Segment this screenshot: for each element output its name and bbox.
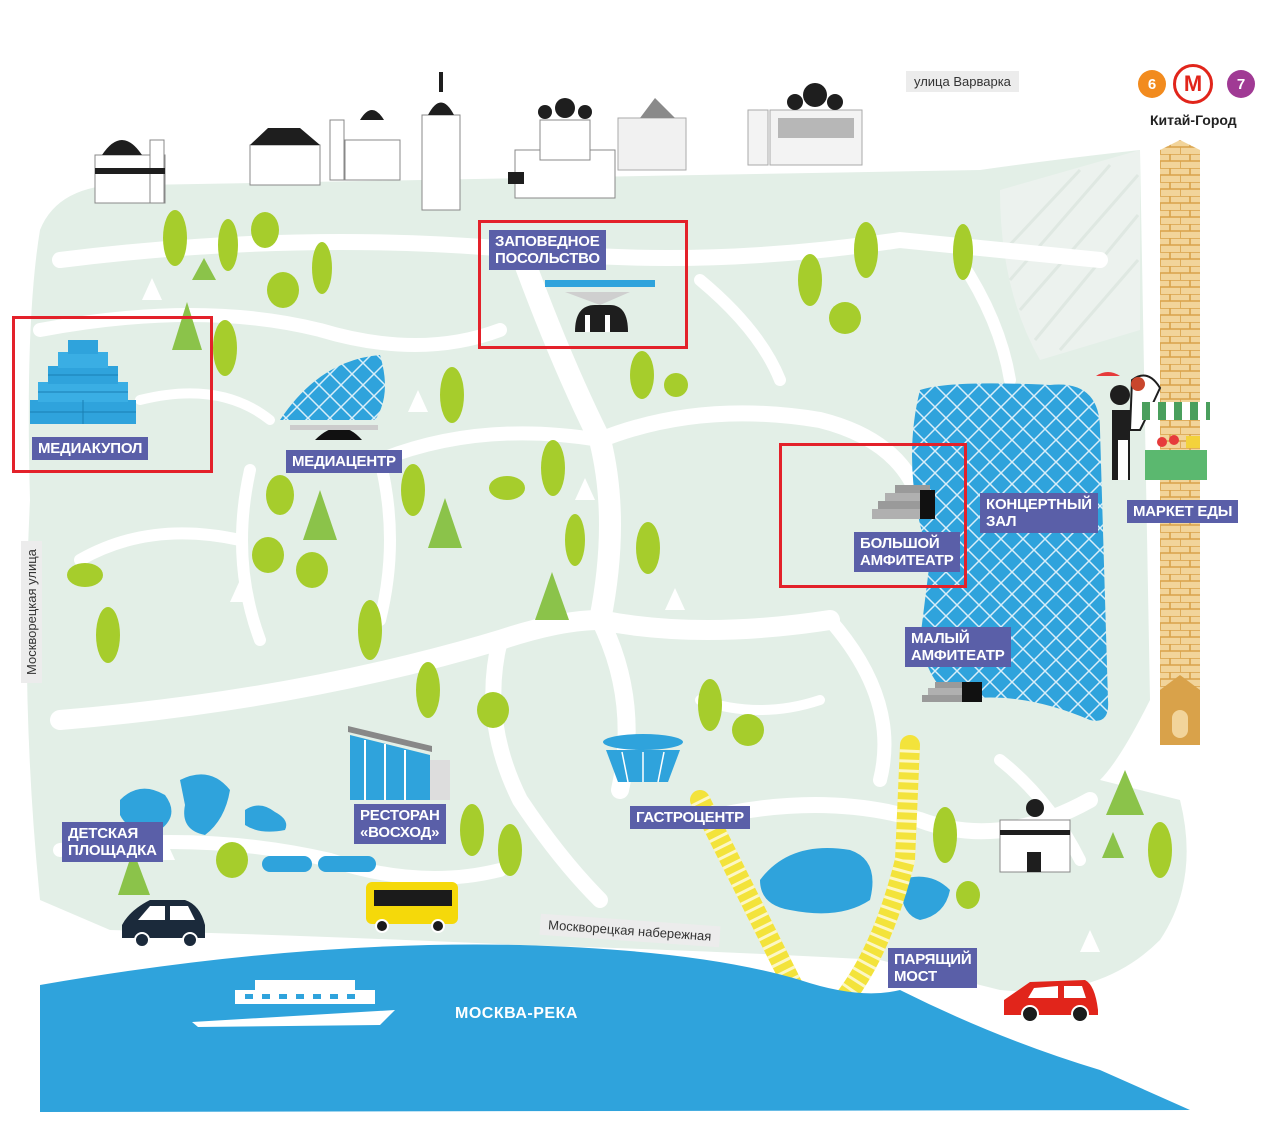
tree-icon <box>67 563 103 587</box>
tree-icon <box>213 320 237 376</box>
car-icon <box>122 900 205 948</box>
tree-icon <box>933 807 957 863</box>
tree-icon <box>460 804 484 856</box>
tree-icon <box>630 351 654 399</box>
tree-icon <box>636 522 660 574</box>
street-moskvoretskaya: Москворецкая улица <box>21 541 42 683</box>
tree-icon <box>953 224 973 280</box>
tree-icon <box>252 537 284 573</box>
tree-icon <box>565 514 585 566</box>
conifer-icon <box>1080 930 1100 952</box>
tree-icon <box>541 440 565 496</box>
embassy-building <box>545 280 655 332</box>
metro-line-7-badge: 7 <box>1227 70 1255 98</box>
tree-icon <box>416 662 440 718</box>
boat-icon <box>192 980 395 1027</box>
label-floating-bridge[interactable]: ПАРЯЩИЙ МОСТ <box>888 948 978 988</box>
tree-icon <box>96 607 120 663</box>
conifer-icon <box>1102 832 1124 858</box>
church-icon <box>249 110 401 186</box>
church-icon <box>747 83 863 166</box>
tree-icon <box>698 679 722 731</box>
restaurant-building <box>348 726 450 800</box>
church-icon <box>508 98 616 199</box>
tree-icon <box>1148 822 1172 878</box>
street-varvarka: улица Варварка <box>906 71 1019 92</box>
tree-icon <box>358 600 382 660</box>
highlight-big-amphitheater <box>779 443 967 588</box>
stairs-icon <box>872 485 935 519</box>
label-mediacenter[interactable]: МЕДИАЦЕНТР <box>286 450 402 473</box>
conifer-icon <box>192 258 216 280</box>
bus-icon <box>366 882 458 933</box>
trees <box>67 210 1172 909</box>
tree-icon <box>956 881 980 909</box>
label-food-market[interactable]: МАРКЕТ ЕДЫ <box>1127 500 1239 523</box>
metro-station-name: Китай-Город <box>1150 112 1237 128</box>
mediacenter-building <box>280 355 385 440</box>
small-conifers <box>142 278 1100 952</box>
ponds <box>120 774 950 920</box>
stairs-icon <box>922 682 982 702</box>
tree-icon <box>489 476 525 500</box>
tree-icon <box>266 475 294 515</box>
label-gastrocenter[interactable]: ГАСТРОЦЕНТР <box>630 806 750 829</box>
market-stall-icon <box>1142 402 1210 480</box>
label-big-amphitheater[interactable]: БОЛЬШОЙ АМФИТЕАТР <box>854 532 960 572</box>
tree-icon <box>296 552 328 588</box>
conifer-icon <box>665 588 685 610</box>
highlight-mediakupol <box>12 316 213 473</box>
conifers <box>118 258 1144 895</box>
metro-line-6-badge: 6 <box>1138 70 1166 98</box>
river-label: МОСКВА-РЕКА <box>455 1005 578 1022</box>
tree-icon <box>732 714 764 746</box>
conifer-icon <box>303 490 337 540</box>
tree-icon <box>401 464 425 516</box>
conifer-icon <box>142 278 162 300</box>
conifer-icon <box>535 572 569 620</box>
tree-icon <box>798 254 822 306</box>
label-restaurant[interactable]: РЕСТОРАН «ВОСХОД» <box>354 804 446 844</box>
tree-icon <box>216 842 248 878</box>
tree-icon <box>218 219 238 271</box>
label-playground[interactable]: ДЕТСКАЯ ПЛОЩАДКА <box>62 822 163 862</box>
tree-icon <box>251 212 279 248</box>
car-icon <box>1004 980 1098 1023</box>
tree-icon <box>163 210 187 266</box>
tree-icon <box>477 692 509 728</box>
label-concert-hall[interactable]: КОНЦЕРТНЫЙ ЗАЛ <box>980 493 1098 533</box>
tree-icon <box>440 367 464 423</box>
tree-icon <box>664 373 688 397</box>
label-mediakupol[interactable]: МЕДИАКУПОЛ <box>32 437 149 460</box>
conifer-icon <box>1106 770 1144 815</box>
tree-icon <box>498 824 522 876</box>
conifer-icon <box>172 302 202 350</box>
conifer-icon <box>428 498 462 548</box>
tree-icon <box>829 302 861 334</box>
tree-icon <box>312 242 332 294</box>
church-icon <box>999 799 1071 873</box>
metro-logo-icon: М <box>1173 64 1213 104</box>
highlight-embassy <box>478 220 688 349</box>
church-icon <box>94 139 166 204</box>
conifer-icon <box>408 390 428 412</box>
church-icon <box>421 72 461 211</box>
dome-icon <box>30 340 136 424</box>
church-icon <box>617 98 687 171</box>
conifer-icon <box>575 478 595 500</box>
gastrocenter-building <box>603 734 683 783</box>
label-small-amphitheater[interactable]: МАЛЫЙ АМФИТЕАТР <box>905 627 1011 667</box>
tree-icon <box>267 272 299 308</box>
label-embassy[interactable]: ЗАПОВЕДНОЕ ПОСОЛЬСТВО <box>489 230 606 270</box>
tree-icon <box>854 222 878 278</box>
kitai-gorod-wall <box>1160 140 1200 745</box>
conifer-icon <box>118 850 150 895</box>
conifer-icon <box>230 580 250 602</box>
